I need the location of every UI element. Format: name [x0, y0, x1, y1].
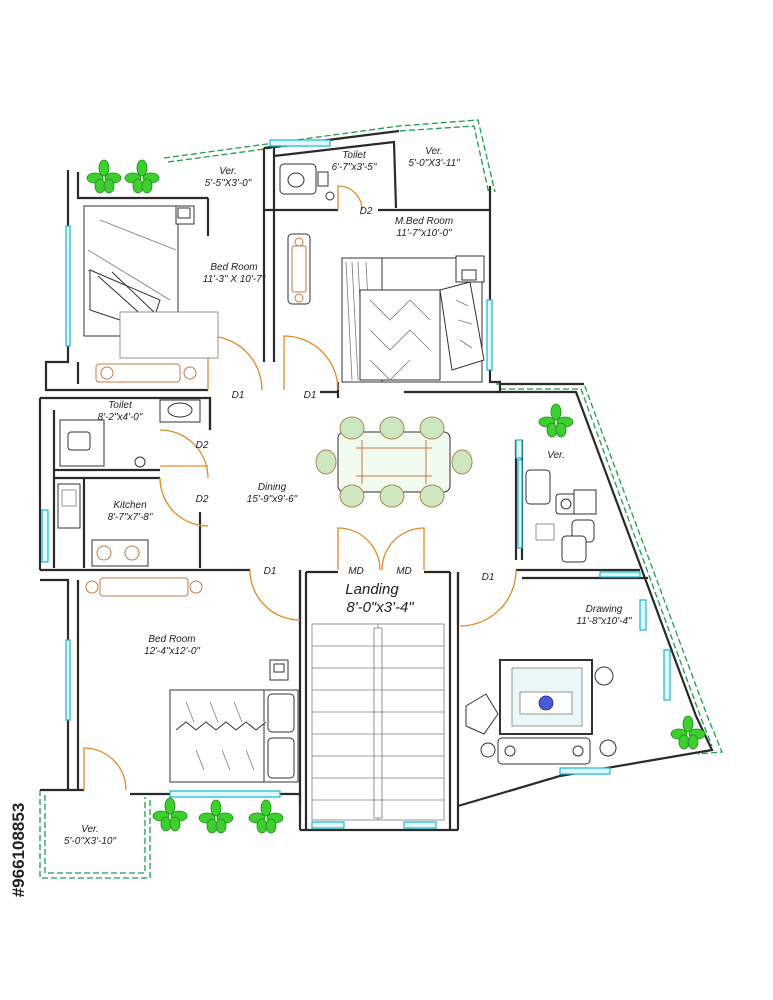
ver-bottom-left-size: 5'-0"X3'-10"	[64, 836, 117, 847]
ver-top-left-size: 5'-5"X3'-0"	[205, 178, 252, 189]
master-bed-icon	[341, 255, 485, 383]
door-label-d1: D1	[482, 572, 495, 583]
bed-room-1-name: Bed Room	[210, 262, 257, 273]
tv-icon	[287, 233, 311, 305]
dining-size: 15'-9"x9'-6"	[247, 494, 298, 505]
bed-icon	[83, 205, 219, 359]
room-labels: Ver. 5'-5"X3'-0" Toilet 6'-7"x3'-5" Ver.…	[64, 146, 632, 847]
ver-top-right-name: Ver.	[425, 146, 443, 157]
bed-room-2-name: Bed Room	[148, 634, 195, 645]
bed-room-1-size: 11'-3" X 10'-7"	[203, 274, 266, 285]
toilet-icon	[279, 163, 335, 201]
stock-id-label: #966108853	[4, 760, 34, 940]
door-label-md: MD	[348, 566, 364, 577]
toilet-top-name: Toilet	[342, 150, 367, 161]
stock-id-text: #966108853	[9, 802, 28, 898]
windows	[41, 139, 671, 829]
sofa-icon	[95, 363, 197, 383]
ver-top-left-name: Ver.	[219, 166, 237, 177]
armchair-icon	[525, 469, 597, 563]
stove-icon	[57, 483, 149, 567]
bed-2-icon	[169, 659, 299, 783]
door-label-d1: D1	[264, 566, 277, 577]
staircase-icon	[311, 623, 445, 821]
door-label-d2-top: D2	[360, 206, 373, 217]
ver-top-right-size: 5'-0"X3'-11"	[408, 158, 460, 169]
plant-icon	[86, 159, 706, 834]
toilet-mid-size: 8'-2"x4'-0"	[98, 412, 143, 423]
door-label-md: MD	[396, 566, 412, 577]
door-label-d2: D2	[196, 494, 209, 505]
door-swings	[83, 185, 517, 791]
m-bed-room-size: 11'-7"x10'-0"	[396, 228, 452, 239]
door-labels: D2 D1 D1 D2 D2 D1 MD MD D1	[196, 206, 495, 583]
dining-table-icon	[315, 416, 473, 508]
balcony-railings	[39, 119, 723, 879]
drawing-size: 11'-8"x10'-4"	[576, 616, 632, 627]
bed-room-2-size: 12'-4"x12'-0"	[144, 646, 200, 657]
drawing-name: Drawing	[586, 604, 623, 615]
toilet-mid-name: Toilet	[108, 400, 133, 411]
landing-name: Landing	[345, 581, 399, 598]
dining-name: Dining	[258, 482, 287, 493]
toilet-mid-icon	[59, 419, 146, 468]
kitchen-name: Kitchen	[113, 500, 147, 511]
sink-icon	[159, 399, 201, 423]
toilet-top-size: 6'-7"x3'-5"	[332, 162, 377, 173]
tv-bottom-icon	[85, 577, 203, 597]
ver-right-name: Ver.	[547, 450, 565, 461]
door-label-d2: D2	[196, 440, 209, 451]
door-label-d1: D1	[232, 390, 245, 401]
landing-size: 8'-0"x3'-4"	[346, 599, 414, 616]
drawing-furniture	[465, 659, 617, 765]
door-label-d1: D1	[304, 390, 317, 401]
ver-bottom-left-name: Ver.	[81, 824, 99, 835]
kitchen-size: 8'-7"x7'-8"	[108, 512, 153, 523]
m-bed-room-name: M.Bed Room	[395, 216, 453, 227]
